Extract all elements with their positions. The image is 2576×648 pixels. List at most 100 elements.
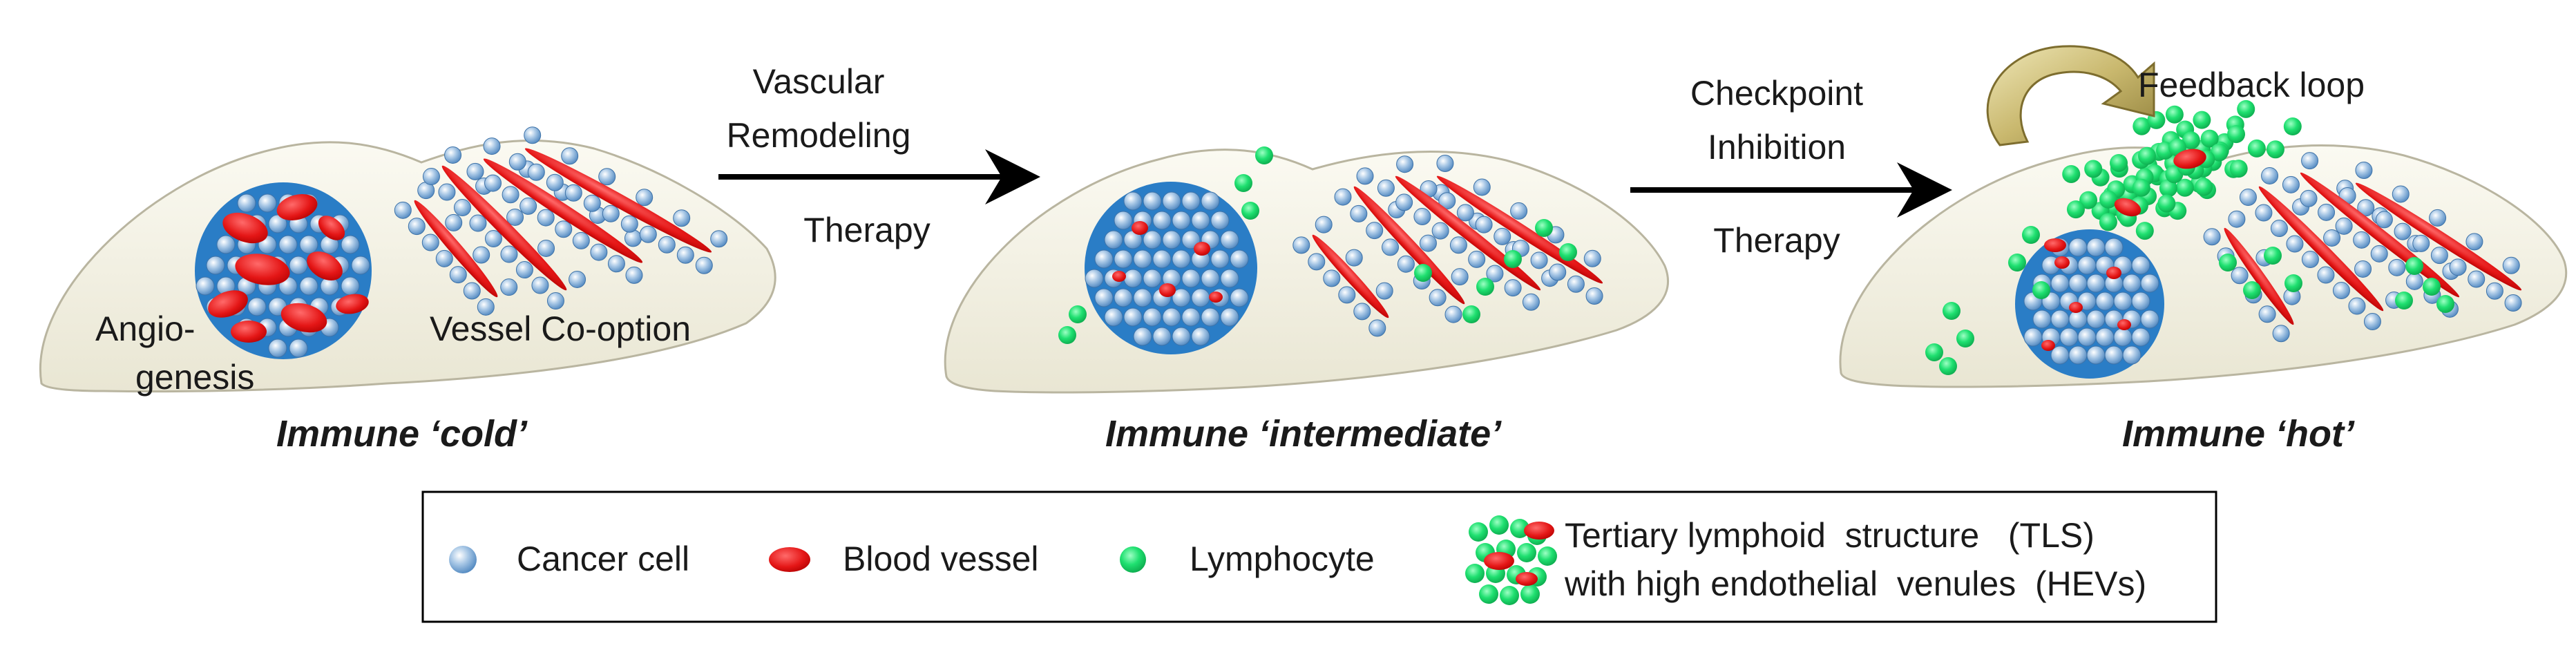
cancer-cell <box>2301 251 2319 269</box>
blood-vessel <box>1516 572 1538 586</box>
cancer-cell <box>463 282 481 300</box>
cancer-cell <box>2318 203 2336 221</box>
cancer-cell <box>2032 309 2052 329</box>
transition-1-line-2: Remodeling <box>727 116 911 155</box>
cancer-cell <box>1292 236 1310 254</box>
cancer-cell <box>1220 269 1239 288</box>
cancer-cell <box>1191 288 1210 307</box>
cancer-cell <box>2354 260 2372 278</box>
cancer-cell <box>2261 166 2279 184</box>
legend: Cancer cell Blood vessel Lymphocyte Tert… <box>421 490 2217 623</box>
cancer-cell <box>1308 253 1326 271</box>
cancer-cell <box>636 189 653 207</box>
cancer-cell <box>2363 313 2381 331</box>
cancer-cell <box>484 174 502 192</box>
cancer-cell <box>444 146 462 164</box>
cancer-cell <box>1162 307 1181 327</box>
cancer-cell <box>1123 307 1143 327</box>
lymphocyte <box>1939 357 1957 375</box>
cancer-cell <box>1201 307 1220 327</box>
cancer-cell <box>2086 345 2106 365</box>
cancer-cell <box>1350 204 1368 222</box>
cancer-cell <box>2239 189 2257 207</box>
cancer-cell <box>1486 265 1504 283</box>
lymphocyte <box>2243 281 2261 299</box>
cancer-cell <box>351 256 370 275</box>
cancer-cell <box>1451 268 1469 286</box>
feedback-loop-arrow <box>1986 45 2155 146</box>
cancer-cell <box>2272 325 2290 343</box>
lymphocyte <box>2182 131 2200 150</box>
lymphocyte <box>2193 111 2211 129</box>
cancer-cell <box>1429 289 1447 307</box>
blood-vessel <box>1209 292 1223 303</box>
cancer-cell <box>1468 250 1486 268</box>
blood-vessel <box>2258 186 2384 312</box>
cancer-cell <box>1191 327 1210 346</box>
cancer-cell <box>2131 292 2150 311</box>
cancer-cell <box>2095 327 2115 347</box>
cancer-cell <box>2122 345 2141 365</box>
cancer-cell <box>445 213 463 231</box>
blood-vessel <box>2106 267 2121 279</box>
lymphocyte <box>2436 295 2454 313</box>
cancer-cell <box>449 266 467 284</box>
lymphocyte <box>1510 519 1529 538</box>
cancer-cell <box>299 276 318 296</box>
blood-vessel <box>208 290 248 318</box>
cancer-cell <box>469 214 487 232</box>
lymphocyte <box>2423 278 2441 296</box>
caption-intermediate: Immune ‘intermediate’ <box>1105 413 1502 455</box>
cancer-cell <box>473 246 490 264</box>
cancer-cell <box>1530 251 1548 269</box>
cancer-cell <box>531 276 549 294</box>
cancer-cell <box>1172 249 1191 269</box>
cancer-cell <box>2231 267 2249 285</box>
cancer-cell <box>2068 309 2088 329</box>
blood-vessel <box>2044 238 2066 252</box>
cancer-cell <box>658 236 676 254</box>
blood-vessel <box>2069 302 2083 313</box>
cancer-cell <box>258 193 277 213</box>
lymphocyte <box>2165 105 2184 124</box>
cancer-cell <box>2286 235 2304 253</box>
cancer-cell <box>237 193 256 213</box>
cancer-cell <box>2077 256 2097 275</box>
vessels-cold <box>208 148 712 343</box>
cancer-cell <box>1510 202 1528 220</box>
cancer-cell <box>1123 191 1143 211</box>
cancer-cell <box>2332 282 2350 300</box>
cancer-cell <box>1172 288 1191 307</box>
cancer-cell <box>2113 327 2133 347</box>
cancer-cell <box>1567 275 1585 293</box>
cancer-cell <box>1094 249 1114 269</box>
cancer-cell <box>598 168 616 186</box>
panel-cold: Angio- genesis Vessel Co-option Immune ‘… <box>39 126 776 455</box>
cancer-cell <box>2449 258 2467 276</box>
cancer-cell <box>2270 220 2288 238</box>
cancer-cell <box>2412 234 2430 252</box>
blood-vessel <box>231 321 267 343</box>
cancer-cell <box>2323 229 2341 247</box>
cancer-cell <box>483 137 501 155</box>
cancer-cell <box>1104 230 1123 249</box>
cancer-cell <box>2122 274 2141 293</box>
cancer-cell <box>2140 274 2159 293</box>
cancer-cell <box>2086 238 2106 257</box>
lymphocyte <box>2022 226 2040 244</box>
cancer-cell-icon <box>449 546 477 573</box>
cancer-cell <box>506 208 524 226</box>
lymphocyte <box>2079 191 2098 209</box>
lymphocyte <box>1956 330 1974 347</box>
cancer-cell <box>572 231 590 249</box>
blood-vessel <box>222 212 268 244</box>
blood-vessel <box>1353 186 1465 305</box>
cancer-cell <box>1172 211 1191 230</box>
cancer-cell <box>1413 208 1431 226</box>
blood-vessel <box>1159 283 1176 297</box>
cancer-cell <box>1375 282 1393 300</box>
cancer-cell <box>1143 191 1162 211</box>
lymphocytes-hot <box>1925 226 2454 375</box>
blood-vessel <box>1484 552 1514 570</box>
cancer-cell <box>1494 227 1511 245</box>
